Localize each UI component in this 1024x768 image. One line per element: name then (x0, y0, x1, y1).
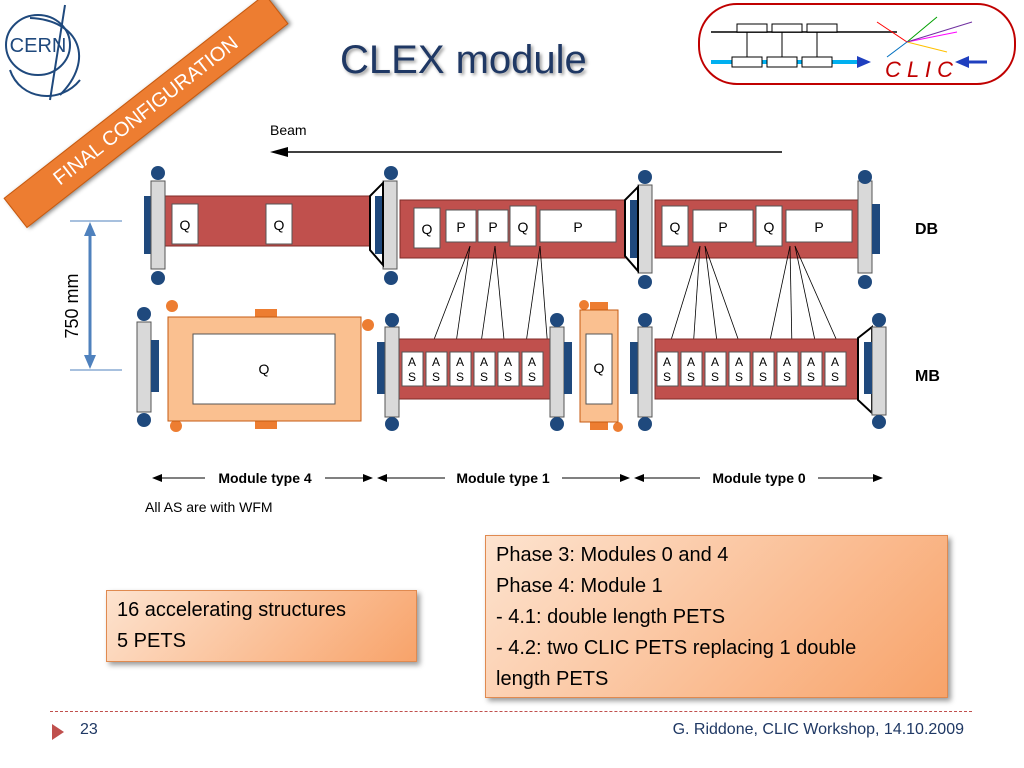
svg-text:A: A (408, 355, 416, 369)
module-type-4-label: Module type 4 (218, 470, 312, 486)
mb-quad-module-type-4: Q (166, 300, 374, 432)
db-quad-label: Q (180, 217, 191, 233)
note-line: Phase 3: Modules 0 and 4 (496, 544, 729, 566)
module-type-1-label: Module type 1 (456, 470, 550, 486)
cern-logo: CERN (5, 4, 81, 101)
mb-quad-label: Q (259, 361, 270, 377)
clex-module-diagram: Beam 750 mm DB MB Q Q Q P (62, 122, 940, 515)
cern-logo-text: CERN (10, 35, 67, 57)
rf-connections (429, 245, 842, 351)
note-line: 5 PETS (117, 630, 186, 652)
svg-text:S: S (528, 370, 536, 384)
note-line: length PETS (496, 668, 609, 690)
db-pets-label: P (456, 219, 465, 235)
svg-text:S: S (783, 370, 791, 384)
svg-text:A: A (735, 355, 743, 369)
db-pets-label: P (814, 219, 823, 235)
svg-text:A: A (504, 355, 512, 369)
svg-text:A: A (807, 355, 815, 369)
db-pets-label: P (488, 219, 497, 235)
svg-text:A: A (432, 355, 440, 369)
svg-text:S: S (504, 370, 512, 384)
note-line: - 4.1: double length PETS (496, 606, 726, 628)
svg-text:A: A (783, 355, 791, 369)
svg-text:S: S (711, 370, 719, 384)
db-quad-label: Q (274, 217, 285, 233)
db-pets-label: P (718, 219, 727, 235)
footer-divider (50, 711, 972, 712)
svg-text:A: A (687, 355, 695, 369)
dimension-label: 750 mm (62, 273, 82, 338)
footer-citation: G. Riddone, CLIC Workshop, 14.10.2009 (672, 721, 964, 738)
page-number: 23 (80, 721, 98, 738)
db-quad-label: Q (422, 221, 433, 237)
mb-label: MB (915, 368, 940, 385)
mb-quad-module-small: Q (579, 300, 623, 432)
db-label: DB (915, 221, 938, 238)
svg-text:S: S (663, 370, 671, 384)
note-line: 16 accelerating structures (117, 599, 347, 621)
structures-note: 16 accelerating structures 5 PETS (106, 590, 417, 662)
as-module-type-1: AS AS AS AS AS AS (401, 351, 544, 387)
clic-logo: C L I C (698, 3, 1016, 85)
db-pets-label: P (573, 219, 582, 235)
clic-logo-text: C L I C (885, 57, 953, 82)
module-type-0-label: Module type 0 (712, 470, 806, 486)
db-quad-label: Q (764, 219, 775, 235)
svg-text:A: A (711, 355, 719, 369)
db-quad-label: Q (518, 219, 529, 235)
db-quad-label: Q (670, 219, 681, 235)
svg-text:S: S (456, 370, 464, 384)
svg-text:A: A (663, 355, 671, 369)
svg-text:S: S (480, 370, 488, 384)
footer-arrow-icon (52, 724, 64, 740)
svg-text:S: S (687, 370, 695, 384)
note-line: - 4.2: two CLIC PETS replacing 1 double (496, 637, 857, 659)
svg-text:S: S (759, 370, 767, 384)
svg-text:S: S (831, 370, 839, 384)
mb-quad-label: Q (594, 360, 605, 376)
slide-title: CLEX module (340, 38, 587, 82)
svg-text:S: S (432, 370, 440, 384)
svg-text:S: S (807, 370, 815, 384)
svg-text:S: S (735, 370, 743, 384)
svg-text:A: A (456, 355, 464, 369)
phase-note: Phase 3: Modules 0 and 4 Phase 4: Module… (485, 535, 948, 698)
note-line: Phase 4: Module 1 (496, 575, 663, 597)
wfm-note: All AS are with WFM (145, 499, 273, 515)
as-module-type-0: AS AS AS AS AS AS AS AS (656, 351, 847, 387)
svg-text:A: A (480, 355, 488, 369)
svg-text:S: S (408, 370, 416, 384)
db-supports (144, 166, 880, 289)
svg-text:A: A (759, 355, 767, 369)
svg-text:A: A (528, 355, 536, 369)
beam-label: Beam (270, 122, 307, 138)
svg-text:A: A (831, 355, 839, 369)
